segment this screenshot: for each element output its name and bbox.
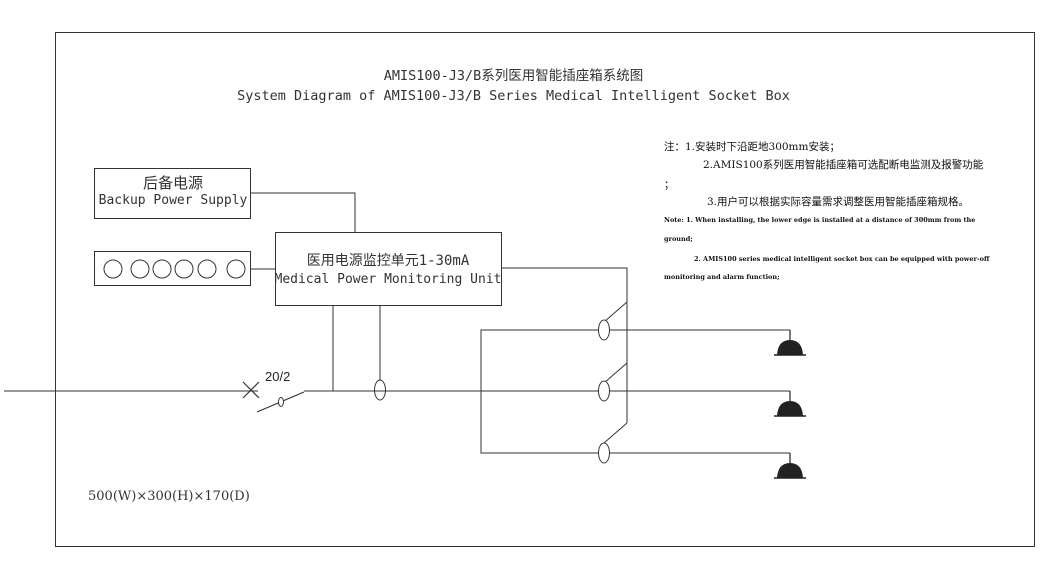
title-zh: AMIS100-J3/B系列医用智能插座箱系统图 [383, 68, 644, 84]
backup-power-label-en: Backup Power Supply [98, 193, 248, 208]
indicator-light [152, 259, 172, 279]
breaker-contact [278, 397, 284, 407]
backup-to-unit-wire [250, 192, 356, 232]
note-en-2a: 2. AMIS100 series medical intelligent so… [694, 255, 990, 263]
switch-contact-3 [598, 442, 610, 464]
monitoring-unit-label-zh: 医用电源监控单元1-30mA [306, 253, 470, 269]
unit-to-switch-wire [501, 267, 628, 302]
backup-power-label-zh: 后备电源 [142, 174, 203, 192]
note-zh-2a: 2.AMIS100系列医用智能插座箱可选配断电监测及报警功能 [703, 159, 984, 171]
breaker-label: 20/2 [265, 369, 291, 384]
switch-blade-2 [603, 362, 628, 384]
switch-blade-3 [603, 422, 628, 444]
backup-power-box [94, 168, 251, 219]
current-transformer [374, 379, 386, 401]
outer-frame [55, 32, 1035, 547]
note-zh-3: 3.用户可以根据实际容量需求调整医用智能插座箱规格。 [707, 196, 970, 208]
dimensions-label: 500(W)×300(H)×170(D) [88, 489, 250, 504]
breaker-x-2 [242, 381, 260, 399]
note-en-2b: monitoring and alarm function; [664, 273, 780, 281]
indicator-light [130, 259, 150, 279]
indicator-light [174, 259, 194, 279]
indicator-light [197, 259, 217, 279]
note-zh-1: 注：1.安装时下沿距地300mm安装； [664, 141, 840, 153]
monitoring-unit-box [275, 232, 502, 306]
indicator-light [103, 259, 123, 279]
switch-contact-2 [598, 380, 610, 402]
title-en: System Diagram of AMIS100-J3/B Series Me… [237, 88, 790, 104]
bus-loop [480, 329, 604, 454]
socket-icon [774, 330, 806, 356]
monitoring-unit-label-en: Medical Power Monitoring Unit [274, 272, 502, 287]
switch-blade-1 [603, 301, 628, 323]
socket-icon [774, 391, 806, 417]
indicator-lights [103, 259, 246, 279]
socket-icon [774, 453, 806, 479]
switch-contact-1 [598, 319, 610, 341]
note-en-1a: Note: 1. When installing, the lower edge… [664, 216, 976, 224]
socket-symbols [774, 330, 806, 479]
note-en-1b: ground; [664, 235, 693, 243]
note-zh-2b: ； [664, 179, 675, 191]
indicator-light [226, 259, 246, 279]
